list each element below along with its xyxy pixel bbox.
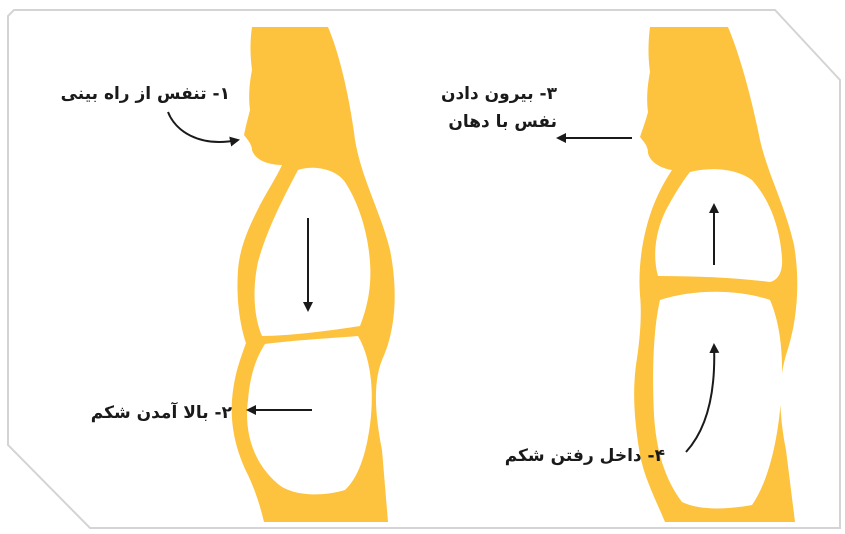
label-step-3-mouth-exhale: ۳- بیرون دادن نفس با دهان xyxy=(441,80,557,136)
arrow-nose-inhale xyxy=(168,112,238,142)
label-step-3-line-1: ۳- بیرون دادن xyxy=(441,80,557,108)
label-step-3-line-2: نفس با دهان xyxy=(441,108,557,136)
label-step-2-belly-rises: ۲- بالا آمدن شکم xyxy=(91,399,232,427)
label-step-1-nose-inhale: ۱- تنفس از راه بینی xyxy=(61,80,230,108)
right-abdomen-cavity xyxy=(653,292,782,509)
label-step-4-belly-in: ۴- داخل رفتن شکم xyxy=(505,442,665,470)
left-abdomen-cavity xyxy=(247,336,372,494)
